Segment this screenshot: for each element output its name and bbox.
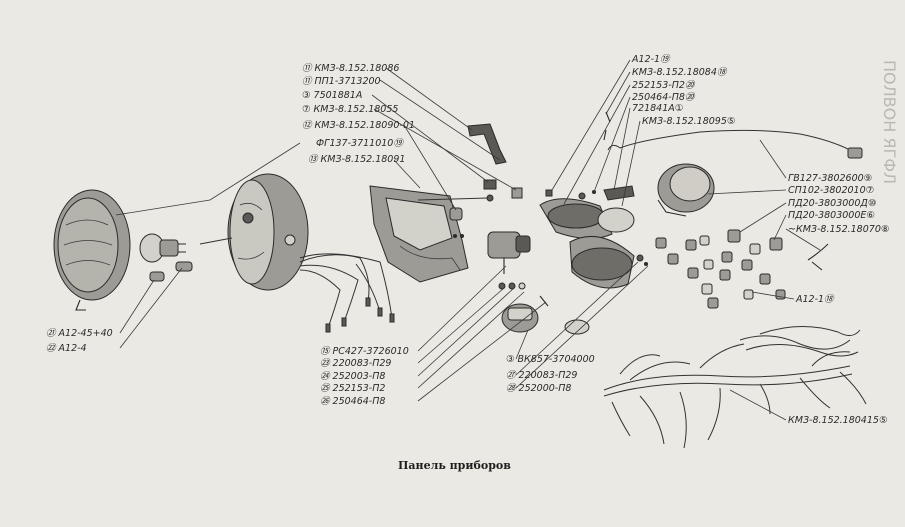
wiring-harness: [603, 325, 867, 449]
label-vk857-3704000: ③ ВК857-3704000: [506, 354, 595, 365]
label-rs427-3726010: ⑮ РС427-3726010: [320, 345, 409, 357]
label-a12-45-40: ㉑ А12-45+40: [46, 327, 113, 339]
label-km3-18086: ⑪ КМЗ-8.152.18086: [302, 62, 399, 74]
label-a12-4: ㉒ А12-4: [46, 342, 87, 354]
label-km3-18090-01: ⑫ КМЗ-8.152.18090-01: [302, 119, 415, 131]
label-252153-p2-top: 252153-П2⑳: [632, 79, 696, 91]
label-252000-p8: ㉘ 252000-П8: [506, 382, 571, 394]
label-220083-p29-right: ㉗ 220083-П29: [506, 369, 577, 381]
instrument-cluster: [539, 111, 648, 289]
label-7501881a: ③ 7501881А: [302, 90, 362, 101]
small-bulb: [149, 261, 193, 282]
label-252003-p8: ㉔ 252003-П8: [320, 370, 385, 382]
figure-caption: Панель приборов: [398, 459, 511, 472]
label-pd20-3803000d: ПД20-3803000Д⑩: [788, 198, 876, 209]
label-km3-18084: КМЗ-8.152.18084⑱: [632, 66, 728, 78]
label-252153-p2-left: ㉕ 252153-П2: [320, 382, 385, 394]
label-220083-p29-left: ㉓ 220083-П29: [320, 357, 391, 369]
label-a12-1-right: А12-1⑱: [795, 293, 835, 305]
label-km3-18091: ⑬ КМЗ-8.152.18091: [308, 153, 405, 165]
label-250464-p8-left: ㉖ 250464-П8: [320, 395, 385, 407]
side-watermark-text: ПОЛВОН ЯГФЛ: [880, 60, 899, 184]
clip-bracket: [417, 123, 523, 238]
label-250464-p8-top: 250464-П8⑳: [632, 91, 696, 103]
label-km3-18055: ⑦ КМЗ-8.152.18055: [302, 104, 398, 115]
part-labels: ⑪ КМЗ-8.152.18086 ⑪ ПП1-3713200 ③ 750188…: [46, 53, 889, 426]
speedometer-cable: [607, 129, 863, 159]
label-sp102-3802010: СП102-3802010⑦: [788, 185, 874, 196]
headlamp-bulb: [139, 233, 186, 263]
label-pp1-3713200: ⑪ ПП1-3713200: [302, 75, 381, 87]
warning-lamps: [655, 229, 829, 309]
ignition-switch: [498, 282, 590, 335]
headlamp-lens: [53, 189, 131, 311]
panel-shroud: [369, 185, 469, 283]
label-pd20-3803000e: ПД20-3803000Е⑥: [788, 210, 875, 221]
speedometer: [657, 163, 715, 217]
leader-lines: [115, 59, 821, 421]
label-km3-18095: КМЗ-8.152.18095⑤: [642, 116, 735, 127]
light-switch: [487, 231, 531, 274]
label-km3-180415: КМЗ-8.152.180415⑤: [788, 415, 887, 426]
label-a12-1-top: А12-1⑲: [631, 53, 671, 65]
label-gv127-3802600: ГВ127-3802600⑨: [788, 173, 872, 184]
label-km3-18070: ~КМЗ-8.152.18070⑧: [788, 224, 889, 235]
label-fg137-3711010: ФГ137-3711010⑲: [316, 137, 404, 149]
label-721841a: 721841А①: [632, 103, 683, 114]
headlamp-housing: [199, 173, 395, 333]
